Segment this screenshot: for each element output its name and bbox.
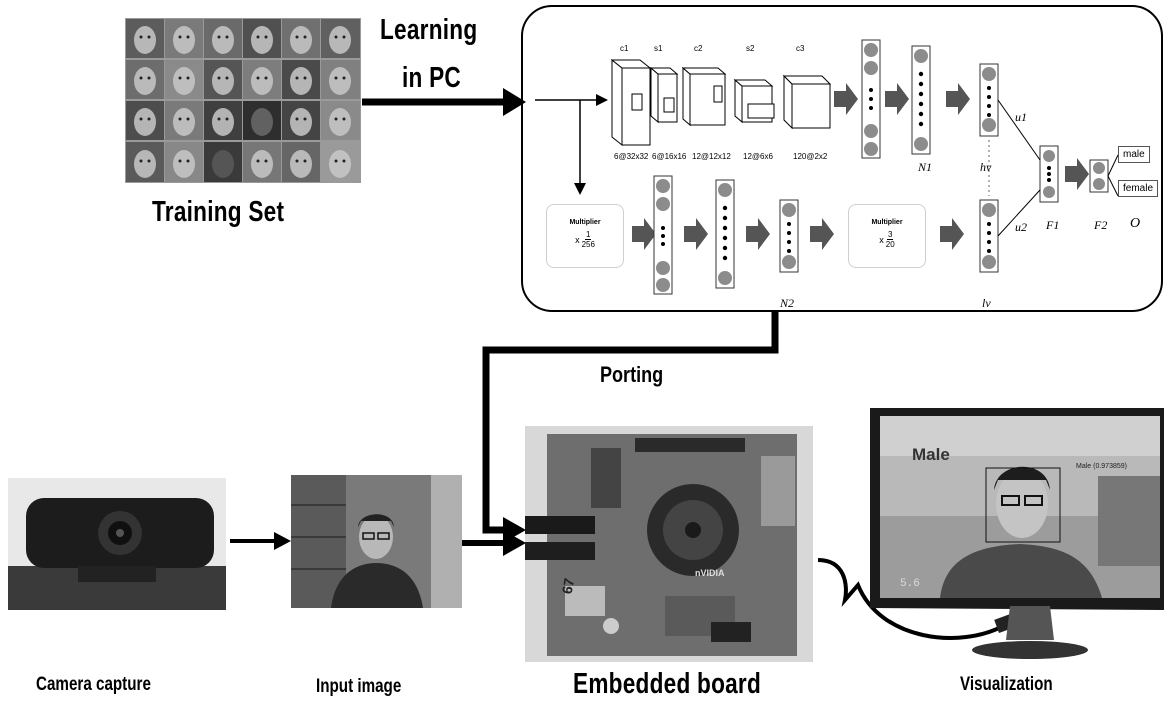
output-male-box: male xyxy=(1118,146,1150,163)
person-icon xyxy=(291,475,462,608)
training-set-label: Training Set xyxy=(152,196,285,228)
screen-scene: Male Male (0.973859) 5.6 xyxy=(880,416,1160,598)
layer-label-c1: c1 xyxy=(620,44,629,53)
webcam-icon xyxy=(8,478,226,610)
fps-readout: 5.6 xyxy=(900,578,920,590)
neuron-dots xyxy=(661,71,1051,261)
f2-label: F2 xyxy=(1094,218,1108,232)
size-label-5: 120@2x2 xyxy=(793,152,828,161)
camera-to-input-arrow xyxy=(230,532,291,550)
neuron-nodes xyxy=(656,43,1105,292)
multiplier-title: Multiplier xyxy=(871,219,903,226)
times-sign: x xyxy=(575,234,580,245)
fraction-numerator: 1 xyxy=(585,230,592,240)
conv-stack xyxy=(610,58,832,147)
training-set-grid xyxy=(125,18,361,183)
embedded-board-photo: nVIDIA 67 xyxy=(525,426,813,662)
visualization-label: Visualization xyxy=(960,674,1053,695)
hdmi-cable xyxy=(817,558,1006,640)
output-female-box: female xyxy=(1118,180,1159,197)
block-arrows xyxy=(632,83,1089,250)
webcam-photo xyxy=(8,478,226,610)
size-label-2: 6@16x16 xyxy=(652,152,687,161)
learning-label-line2: in PC xyxy=(402,62,461,94)
times-sign: x xyxy=(879,234,884,245)
n1-label: N1 xyxy=(918,160,933,174)
output-label: O xyxy=(1130,216,1141,231)
board-chip-label: nVIDIA xyxy=(695,568,725,578)
board-sticker: 67 xyxy=(559,577,577,595)
f1-label: F1 xyxy=(1046,218,1060,232)
embedded-board-label: Embedded board xyxy=(573,668,762,700)
multiplier-title: Multiplier xyxy=(569,219,601,226)
u2-label: u2 xyxy=(1015,220,1027,234)
layer-label-s2: s2 xyxy=(746,44,755,53)
layer-label-c3: c3 xyxy=(796,44,805,53)
input-image-photo xyxy=(291,475,462,608)
board-icon: nVIDIA 67 xyxy=(525,426,813,662)
u1-label: u1 xyxy=(1015,110,1027,124)
camera-capture-label: Camera capture xyxy=(36,674,151,695)
size-label-1: 6@32x32 xyxy=(614,152,649,161)
fraction-denominator: 20 xyxy=(885,240,895,249)
prediction-text: Male xyxy=(912,445,950,464)
learning-label-line1: Learning xyxy=(380,14,478,46)
fraction-numerator: 3 xyxy=(887,230,894,240)
layer-label-c2: c2 xyxy=(694,44,703,53)
n2-label: N2 xyxy=(780,296,795,310)
layer-label-s1: s1 xyxy=(654,44,663,53)
prediction-score: Male (0.973859) xyxy=(1076,463,1127,470)
input-image-label: Input image xyxy=(316,676,402,697)
learning-arrow xyxy=(362,88,526,116)
monitor-screen: Male Male (0.973859) 5.6 xyxy=(880,416,1160,598)
face-tiles xyxy=(125,18,361,183)
hv-label: hv xyxy=(980,160,992,174)
cnn-panel xyxy=(521,5,1163,312)
input-to-board-arrow xyxy=(462,530,526,556)
lv-label: lv xyxy=(982,296,991,310)
size-label-3: 12@12x12 xyxy=(692,152,731,161)
fraction-denominator: 256 xyxy=(581,240,595,249)
porting-label: Porting xyxy=(600,362,664,387)
size-label-4: 12@6x6 xyxy=(743,152,773,161)
